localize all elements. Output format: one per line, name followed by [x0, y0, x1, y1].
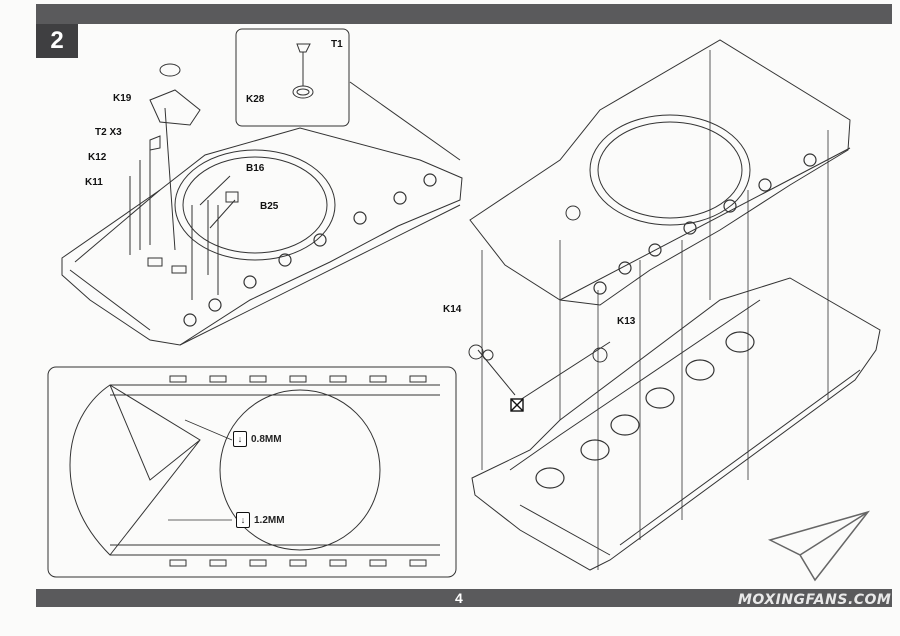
label-k12: K12 — [88, 152, 107, 163]
watermark-text: MOXINGFANS.COM — [738, 592, 892, 608]
drill-size-small: 0.8MM — [251, 433, 282, 445]
hull-upper-right-drawing — [469, 39, 851, 306]
footer-bar — [36, 589, 892, 607]
label-k13: K13 — [617, 316, 636, 327]
cross-box-icon — [510, 398, 524, 412]
label-t2x3: T2 X3 — [95, 127, 122, 138]
part-k13-drawing — [592, 347, 608, 363]
part-k19-plate-drawing — [149, 89, 201, 126]
drill-callout-small: ↓ 0.8MM — [233, 431, 282, 447]
step-number-badge: 2 — [36, 24, 78, 58]
drill-size-large: 1.2MM — [254, 514, 285, 526]
label-k14: K14 — [443, 304, 462, 315]
drill-icon: ↓ — [236, 512, 250, 528]
label-k28: K28 — [246, 94, 265, 105]
label-k11: K11 — [85, 177, 103, 188]
page-number: 4 — [455, 590, 463, 606]
label-b16: B16 — [246, 163, 265, 174]
drilling-detail-inset — [47, 366, 457, 578]
label-k19: K19 — [113, 93, 132, 104]
part-k19-hatch-drawing — [159, 63, 181, 77]
label-b25: B25 — [260, 201, 279, 212]
hull-deck-left-drawing — [61, 107, 463, 346]
drill-icon: ↓ — [233, 431, 247, 447]
label-t1: T1 — [331, 39, 343, 50]
detail-inset-top — [235, 28, 350, 127]
paper-plane-logo-icon — [767, 510, 871, 582]
header-bar — [36, 4, 892, 24]
part-k14-drawing — [468, 344, 484, 360]
drill-callout-large: ↓ 1.2MM — [236, 512, 285, 528]
